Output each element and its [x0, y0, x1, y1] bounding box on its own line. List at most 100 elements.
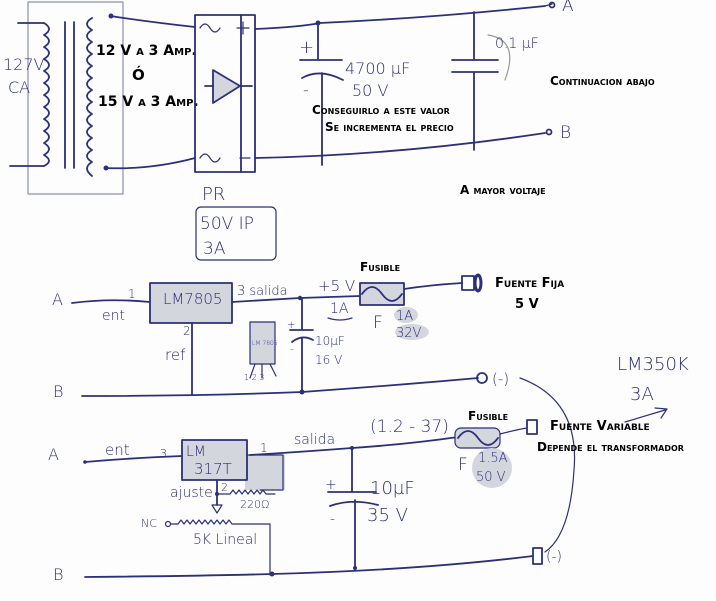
primary-leads [9, 22, 45, 167]
underline [327, 317, 353, 321]
secondary-or: Ó [132, 65, 145, 84]
voltage-range: (1.2 - 37) [370, 417, 449, 437]
cap-plus: + [299, 37, 314, 58]
note-higher-voltage: A mayor voltaje [460, 183, 546, 197]
output-voltage: +5 V [318, 277, 355, 295]
capacitor-symbol [451, 11, 499, 151]
pin-in: 3 [160, 447, 167, 460]
ref-label: ref [165, 346, 186, 364]
primary-coil [43, 22, 50, 167]
fixed-supply: A 1 ent LM7805 3 salida 2 ref LM 7805 1 … [52, 260, 564, 401]
fuse-current: 1A [396, 309, 413, 324]
transformer-core [64, 21, 75, 169]
note-continue: Continuacion abajo [550, 74, 655, 88]
output-wire-2 [403, 282, 463, 290]
output-note: Depende el transformador [537, 440, 684, 454]
ground-link-wire [519, 377, 576, 553]
diode-icon [212, 69, 241, 104]
ground-connector[interactable] [476, 372, 488, 384]
terminal-a-label: A [52, 290, 63, 309]
secondary-wires [104, 15, 196, 170]
bypass-cap-value: 0.1 µF [495, 36, 539, 52]
cap-value: 10µF [315, 334, 345, 348]
potentiometer-5k [170, 519, 271, 576]
node [299, 389, 305, 395]
bridge-rectifier: PR 50V IP 3A [194, 14, 277, 261]
out-label: salida [294, 432, 335, 448]
annotation-arc [487, 34, 511, 81]
fuse-voltage: 32V [396, 326, 422, 341]
fuse-current: 1.5A [478, 451, 508, 466]
secondary-option-15v: 15 V a 3 Amp. [98, 94, 199, 110]
node [103, 165, 109, 171]
ground-label: (-) [492, 370, 509, 388]
terminal-b-label: B [53, 565, 63, 584]
node [353, 566, 357, 570]
cap-plus: + [287, 320, 295, 331]
output-connector[interactable] [461, 275, 475, 291]
primary-type: CA [8, 78, 30, 97]
pin-out: 1 [260, 441, 268, 455]
output-wire [249, 436, 459, 456]
terminal-a-connector[interactable] [548, 1, 556, 9]
regulator-heatsink [245, 455, 285, 490]
ground-wire [81, 377, 479, 397]
alt-current: 3A [630, 384, 654, 405]
pot-wiper-arrow [211, 504, 223, 514]
capacitor-10uf [289, 297, 314, 393]
cap-minus: - [330, 511, 335, 527]
transformer: 127V CA 12 V a 3 Amp. Ó 15 V a 3 Amp. [3, 1, 199, 195]
cap-voltage: 50 V [352, 81, 388, 100]
cap-note-2: Se incrementa el precio [325, 120, 454, 134]
terminal-b-connector[interactable] [545, 128, 553, 136]
fuse-title: Fusible [360, 260, 400, 274]
adj-label: ajuste [170, 485, 213, 501]
transformer-outline [27, 1, 124, 195]
terminal-a-lead [544, 3, 553, 7]
fuse-rating-highlight [472, 448, 512, 488]
in-label: ent [105, 441, 130, 459]
arrow-icon [624, 407, 668, 423]
pot-value: 5K Lineal [193, 532, 257, 548]
regulator-label: LM7805 [163, 290, 222, 308]
ground-connector[interactable] [532, 547, 543, 565]
in-label: ent [102, 308, 125, 324]
node [269, 571, 275, 577]
input-wire [84, 455, 183, 463]
bridge-body [194, 14, 256, 173]
secondary-option-12v: 12 V a 3 Amp. [96, 43, 197, 59]
output-connector-end[interactable] [473, 273, 483, 293]
filter-capacitor: + - 4700 µF 50 V Conseguirlo a este valo… [299, 20, 454, 166]
capacitor-symbol [299, 22, 344, 166]
package-pins [249, 363, 277, 379]
ground-label: (-) [546, 549, 562, 565]
capacitor-10uf [327, 447, 379, 569]
output-connector[interactable] [526, 419, 538, 435]
regulator-package-icon [249, 321, 276, 365]
lm317t-regulator [181, 439, 248, 481]
cap-voltage: 16 V [315, 353, 342, 367]
positive-rail [254, 5, 546, 30]
cap-minus: - [290, 342, 294, 355]
ac-symbols [199, 23, 221, 163]
pot-nc-terminal [164, 520, 172, 528]
fuse-f: F [373, 313, 383, 333]
pin-out: 3 salida [237, 284, 288, 299]
input-wire [71, 299, 151, 304]
output-value: 5 V [515, 297, 539, 312]
bridge-label: PR [202, 184, 225, 205]
resistor-220 [216, 489, 276, 495]
fuse-icon [361, 286, 403, 302]
cap-voltage: 35 V [367, 505, 408, 526]
pin-adj: 2 [221, 481, 228, 494]
cap-plus: + [325, 477, 337, 493]
diode-leads [204, 14, 253, 173]
node [297, 295, 303, 301]
cap-note-1: Conseguirlo a este valor [312, 103, 450, 117]
fuse-rating-highlight [395, 324, 429, 340]
pin-ref: 2 [183, 324, 191, 338]
fuse-rating-highlight [394, 307, 418, 323]
fuse-f: F [458, 455, 468, 475]
